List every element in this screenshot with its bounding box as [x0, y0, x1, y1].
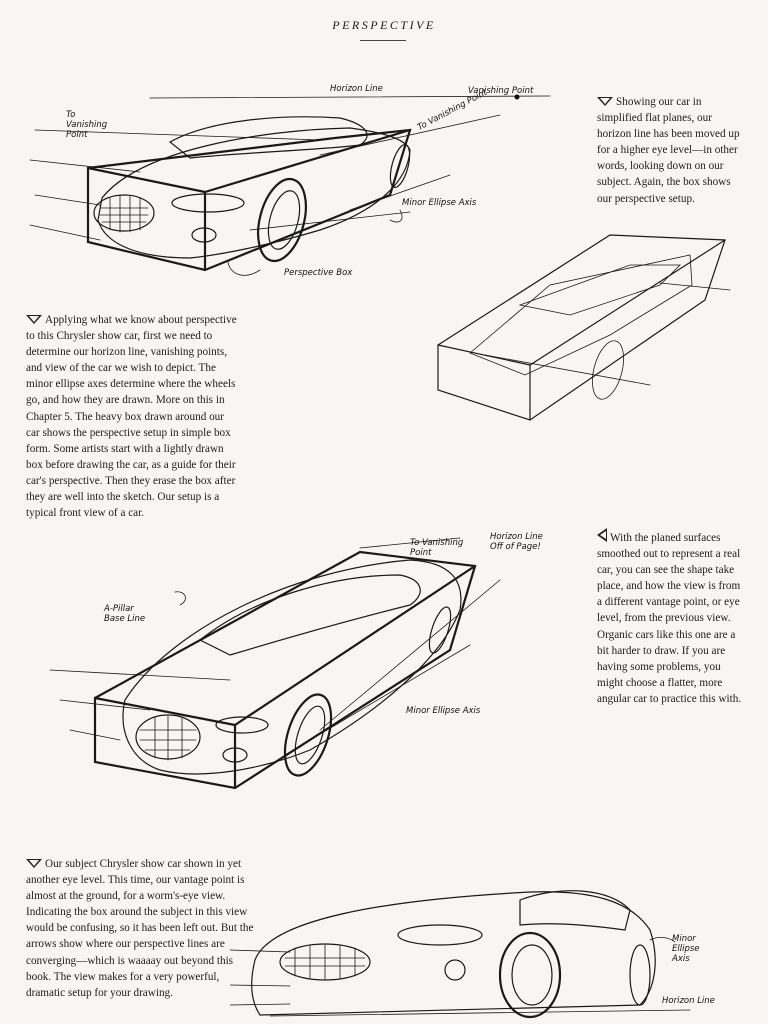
triangle-pointer-icon: [597, 528, 607, 542]
caption-bottom-left: Our subject Chrysler show car shown in y…: [26, 858, 254, 999]
caption-top-right: Showing our car in simplified flat plane…: [597, 96, 740, 205]
label-minor-ellipse-axis: Minor Ellipse Axis: [402, 198, 477, 208]
label-a-pillar-base-line: A-Pillar Base Line: [104, 604, 146, 624]
caption-right-middle: With the planed surfaces smoothed out to…: [597, 528, 745, 707]
label-horizon-line-4: Horizon Line: [662, 996, 715, 1006]
sketch-front-view-car: [29, 94, 551, 276]
page-title: PERSPECTIVE: [332, 18, 436, 32]
title-rule: [360, 40, 406, 41]
label-minor-ellipse-axis-3: Minor Ellipse Axis: [406, 706, 481, 716]
label-minor-ellipse-axis-4: Minor Ellipse Axis: [672, 934, 700, 964]
label-to-vanishing-point-left: To Vanishing Point: [66, 110, 108, 140]
triangle-pointer-icon: [597, 97, 613, 106]
sketch-worms-eye-car: [230, 890, 691, 1019]
label-to-vanishing-point-3: To Vanishing Point: [410, 538, 464, 558]
caption-left-middle: Applying what we know about perspective …: [26, 314, 237, 520]
triangle-pointer-icon: [26, 859, 42, 868]
sketch-flat-plane-car: [437, 234, 731, 421]
label-horizon-line-off-page: Horizon Line Off of Page!: [490, 532, 543, 552]
label-vanishing-point: Vanishing Point: [468, 86, 534, 96]
sketch-rendered-car: [49, 537, 501, 790]
triangle-pointer-icon: [26, 315, 42, 324]
label-perspective-box: Perspective Box: [284, 268, 353, 278]
label-horizon-line: Horizon Line: [330, 84, 383, 94]
